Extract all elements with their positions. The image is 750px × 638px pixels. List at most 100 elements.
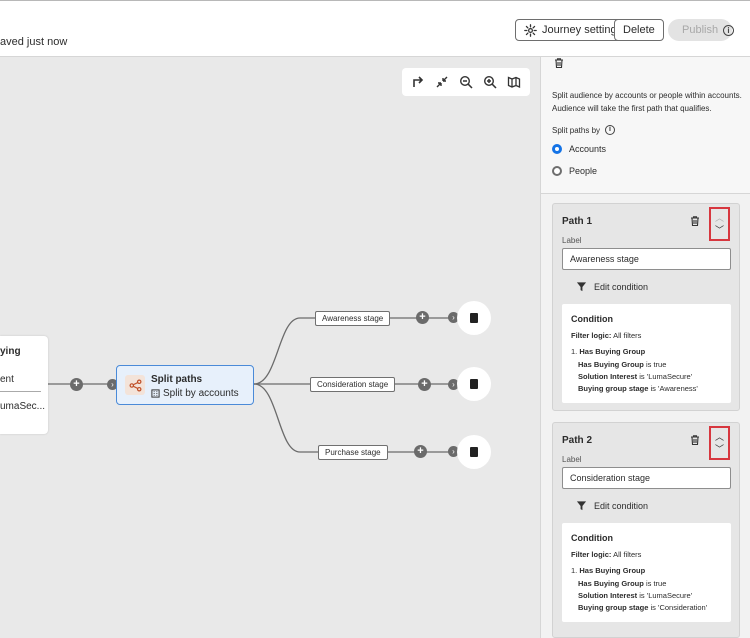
previous-node-divider xyxy=(0,391,41,392)
rule-value: is true xyxy=(645,360,667,369)
previous-node-line1: ent xyxy=(0,374,14,385)
path-card-2: Path 2 ︿ ﹀ Label Consideration stage Edi… xyxy=(552,422,740,638)
path-1-rule-line: Solution Interest is 'LumaSecure' xyxy=(578,372,692,381)
move-down-icon[interactable]: ﹀ xyxy=(714,443,724,454)
path-1-rule-line: Buying group stage is 'Awareness' xyxy=(578,384,698,393)
chevron-right-icon: › xyxy=(448,312,459,323)
add-activity-button[interactable]: + xyxy=(70,378,83,391)
path-card-1: Path 1 ︿ ﹀ Label Awareness stage Edit co… xyxy=(552,203,740,411)
filter-logic-label: Filter logic: xyxy=(571,331,612,340)
radio-people[interactable]: People xyxy=(552,166,597,176)
path-2-label-input[interactable]: Consideration stage xyxy=(562,467,731,489)
path-2-rule-line: Has Buying Group is true xyxy=(578,579,666,588)
split-by-heading: Split paths by i xyxy=(552,125,616,135)
end-node[interactable] xyxy=(457,301,491,335)
path-1-rule-line: Has Buying Group is true xyxy=(578,360,666,369)
zoom-in-icon[interactable] xyxy=(481,73,499,91)
journey-settings-label: Journey settings xyxy=(542,24,623,36)
publish-label: Publish xyxy=(682,24,719,36)
end-icon xyxy=(470,379,478,389)
path-1-title: Path 1 xyxy=(562,216,593,227)
branch-label-purchase[interactable]: Purchase stage xyxy=(318,445,388,460)
split-description: Split audience by accounts or people wit… xyxy=(552,91,742,113)
move-down-icon[interactable]: ﹀ xyxy=(714,224,724,235)
delete-path-1-icon[interactable] xyxy=(689,215,701,230)
trash-icon[interactable] xyxy=(553,57,565,72)
branch-label-consideration[interactable]: Consideration stage xyxy=(310,377,396,392)
path-2-edit-condition-button[interactable]: Edit condition xyxy=(576,500,648,511)
filter-logic-value: All filters xyxy=(613,331,642,340)
map-icon[interactable] xyxy=(505,73,523,91)
path-2-filter-logic: Filter logic: All filters xyxy=(571,550,641,559)
rule-key: Solution Interest xyxy=(578,372,638,381)
path-1-filter-logic: Filter logic: All filters xyxy=(571,331,641,340)
rule-key: Solution Interest xyxy=(578,591,638,600)
properties-panel: Split audience by accounts or people wit… xyxy=(540,57,750,638)
journey-settings-button[interactable]: Journey settings xyxy=(515,19,632,41)
saved-status: aved just now xyxy=(0,36,68,48)
rule-index: 1. xyxy=(571,566,578,575)
split-node-subtitle: Split by accounts xyxy=(151,388,239,399)
previous-node-title: ying xyxy=(0,346,21,357)
rule-index: 1. xyxy=(571,347,578,356)
end-icon xyxy=(470,447,478,457)
rule-value: is true xyxy=(645,579,667,588)
path-1-condition-title: Condition xyxy=(571,314,613,324)
add-activity-button-path-3[interactable]: + xyxy=(414,445,427,458)
split-node-subtitle-text: Split by accounts xyxy=(163,388,239,399)
chevron-right-icon: › xyxy=(107,379,118,390)
radio-people-dot[interactable] xyxy=(552,166,562,176)
split-paths-node[interactable]: Split paths Split by accounts xyxy=(116,365,254,405)
rule-key: Buying group stage xyxy=(578,603,649,612)
filter-icon xyxy=(576,501,587,511)
path-2-rule-group: 1. Has Buying Group xyxy=(571,566,645,575)
path-2-edit-condition-label: Edit condition xyxy=(594,500,649,511)
rule-key: Buying group stage xyxy=(578,384,649,393)
path-1-edit-condition-button[interactable]: Edit condition xyxy=(576,281,648,292)
path-2-rule-line: Solution Interest is 'LumaSecure' xyxy=(578,591,692,600)
split-by-label: Split paths by xyxy=(552,125,601,135)
path-1-label-input[interactable]: Awareness stage xyxy=(562,248,731,270)
previous-activity-node[interactable]: ying ent umaSec... xyxy=(0,336,48,434)
rule-group-name: Has Buying Group xyxy=(579,566,646,575)
filter-icon xyxy=(576,282,587,292)
publish-button[interactable]: Publish xyxy=(668,19,733,41)
add-activity-button-path-1[interactable]: + xyxy=(416,311,429,324)
journey-canvas[interactable] xyxy=(0,57,540,638)
split-node-title: Split paths xyxy=(151,374,203,385)
path-1-condition-box: Condition Filter logic: All filters 1. H… xyxy=(562,304,731,403)
path-1-reorder-controls: ︿ ﹀ xyxy=(709,207,730,241)
rule-key: Has Buying Group xyxy=(578,360,644,369)
radio-accounts-label: Accounts xyxy=(569,144,607,154)
end-node[interactable] xyxy=(457,367,491,401)
path-1-edit-condition-label: Edit condition xyxy=(594,281,649,292)
end-node[interactable] xyxy=(457,435,491,469)
rule-value: is 'Consideration' xyxy=(650,603,708,612)
move-up-icon[interactable]: ︿ xyxy=(714,212,724,223)
zoom-out-icon[interactable] xyxy=(457,73,475,91)
delete-button[interactable]: Delete xyxy=(614,19,664,41)
info-icon[interactable]: i xyxy=(605,125,616,135)
delete-path-2-icon[interactable] xyxy=(689,434,701,449)
path-2-reorder-controls: ︿ ﹀ xyxy=(709,426,730,460)
collapse-icon[interactable] xyxy=(433,73,451,91)
undo-redirect-icon[interactable] xyxy=(409,73,427,91)
path-2-condition-title: Condition xyxy=(571,533,613,543)
branch-label-awareness[interactable]: Awareness stage xyxy=(315,311,391,326)
add-activity-button-path-2[interactable]: + xyxy=(418,378,431,391)
panel-settings-section: Split audience by accounts or people wit… xyxy=(541,57,750,194)
path-2-label-caption: Label xyxy=(562,455,582,464)
filter-logic-label: Filter logic: xyxy=(571,550,612,559)
info-icon[interactable]: i xyxy=(723,25,734,36)
rule-key: Has Buying Group xyxy=(578,579,644,588)
radio-accounts-dot[interactable] xyxy=(552,144,562,154)
path-1-label-caption: Label xyxy=(562,236,582,245)
path-1-rule-group: 1. Has Buying Group xyxy=(571,347,645,356)
move-up-icon[interactable]: ︿ xyxy=(714,431,724,442)
building-icon xyxy=(151,389,160,398)
split-icon xyxy=(125,375,145,395)
path-2-condition-box: Condition Filter logic: All filters 1. H… xyxy=(562,523,731,622)
rule-group-name: Has Buying Group xyxy=(579,347,646,356)
end-icon xyxy=(470,313,478,323)
radio-accounts[interactable]: Accounts xyxy=(552,144,606,154)
